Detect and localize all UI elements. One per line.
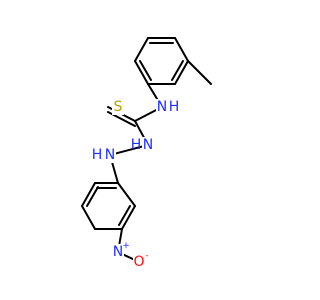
sulfur-label: S (114, 99, 123, 115)
bond (81, 205, 96, 230)
bond (134, 37, 149, 62)
hydrazine-bond (109, 144, 149, 156)
nitro-oxygen-charge: - (145, 251, 148, 261)
molecule-structure: S N H N H N H N + O - (81, 37, 212, 270)
bond (121, 205, 136, 230)
bond (81, 182, 96, 207)
bond (174, 60, 189, 85)
thioamide-hydrogen-label: H (169, 99, 180, 115)
nitro-nitrogen-charge: + (122, 241, 130, 251)
nitrophenyl-ring (81, 182, 136, 230)
methylphenyl-ring (134, 37, 189, 85)
hydrazine-nitrogen2-label: N (105, 147, 115, 163)
bond (171, 60, 184, 81)
hydrazine-nitrogen1-label: N (143, 137, 153, 153)
bond (117, 182, 136, 207)
bond (86, 186, 99, 207)
bond (118, 205, 131, 226)
thioamide-nitrogen-label: N (157, 99, 167, 115)
bond (174, 37, 189, 62)
methyl-bond (187, 60, 212, 85)
hydrazine-hydrogen2-label: H (92, 147, 103, 163)
nitro-nitrogen-label: N (113, 244, 123, 260)
bond (134, 60, 149, 85)
bond (139, 60, 152, 81)
nitro-oxygen-label: O (133, 254, 144, 270)
hydrazine-hydrogen1-label: H (131, 137, 142, 153)
